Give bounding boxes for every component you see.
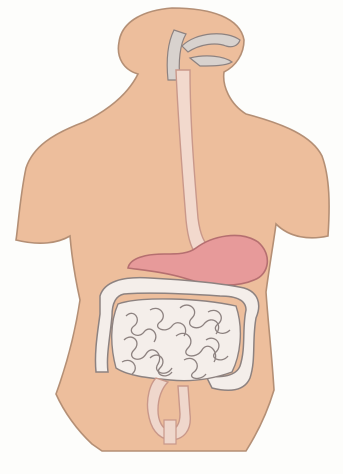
anal-canal	[164, 420, 176, 444]
small-intestine	[112, 299, 241, 381]
